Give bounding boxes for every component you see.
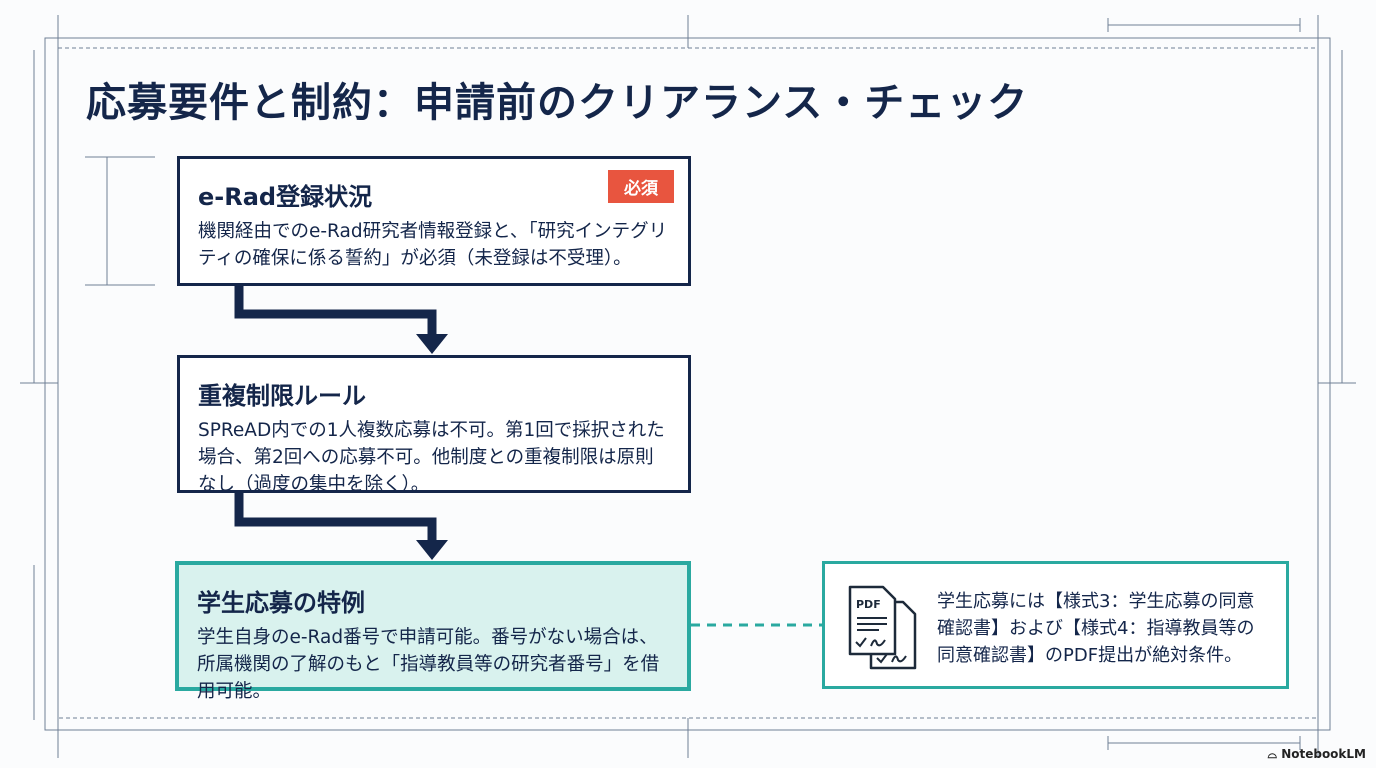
step-duplication-rule: 重複制限ルール SPReAD内での1人複数応募は不可。第1回で採択された場合、第… — [177, 355, 691, 495]
step-erad-registration: 必須 e-Rad登録状況 機関経由でのe-Rad研究者情報登録と、「研究インテグ… — [177, 156, 691, 286]
required-badge: 必須 — [608, 170, 674, 203]
step-body: 機関経由でのe-Rad研究者情報登録と、「研究インテグリティの確保に係る誓約」が… — [198, 221, 668, 269]
notebooklm-watermark: ⌓ NotebookLM — [1267, 747, 1366, 761]
step-title: 重複制限ルール — [198, 382, 366, 410]
step-body: 学生自身のe-Rad番号で申請可能。番号がない場合は、所属機関の了解のもと「指導… — [197, 627, 660, 702]
step-title: 学生応募の特例 — [197, 589, 365, 617]
step-student-exception: 学生応募の特例 学生自身のe-Rad番号で申請可能。番号がない場合は、所属機関の… — [175, 561, 691, 702]
flow-arrow — [234, 286, 437, 542]
pdf-document-icon: PDF — [848, 585, 917, 670]
page-title: 応募要件と制約：申請前のクリアランス・チェック — [86, 80, 1029, 126]
student-note-box: PDF 学生応募には【様式3：学生応募の同意確認書】および【様式4：指導教員等の… — [822, 561, 1289, 689]
svg-text:PDF: PDF — [856, 598, 881, 611]
note-text: 学生応募には【様式3：学生応募の同意確認書】および【様式4：指導教員等の同意確認… — [937, 591, 1255, 666]
step-body: SPReAD内での1人複数応募は不可。第1回で採択された場合、第2回への応募不可… — [198, 420, 665, 495]
step-title: e-Rad登録状況 — [198, 183, 373, 211]
